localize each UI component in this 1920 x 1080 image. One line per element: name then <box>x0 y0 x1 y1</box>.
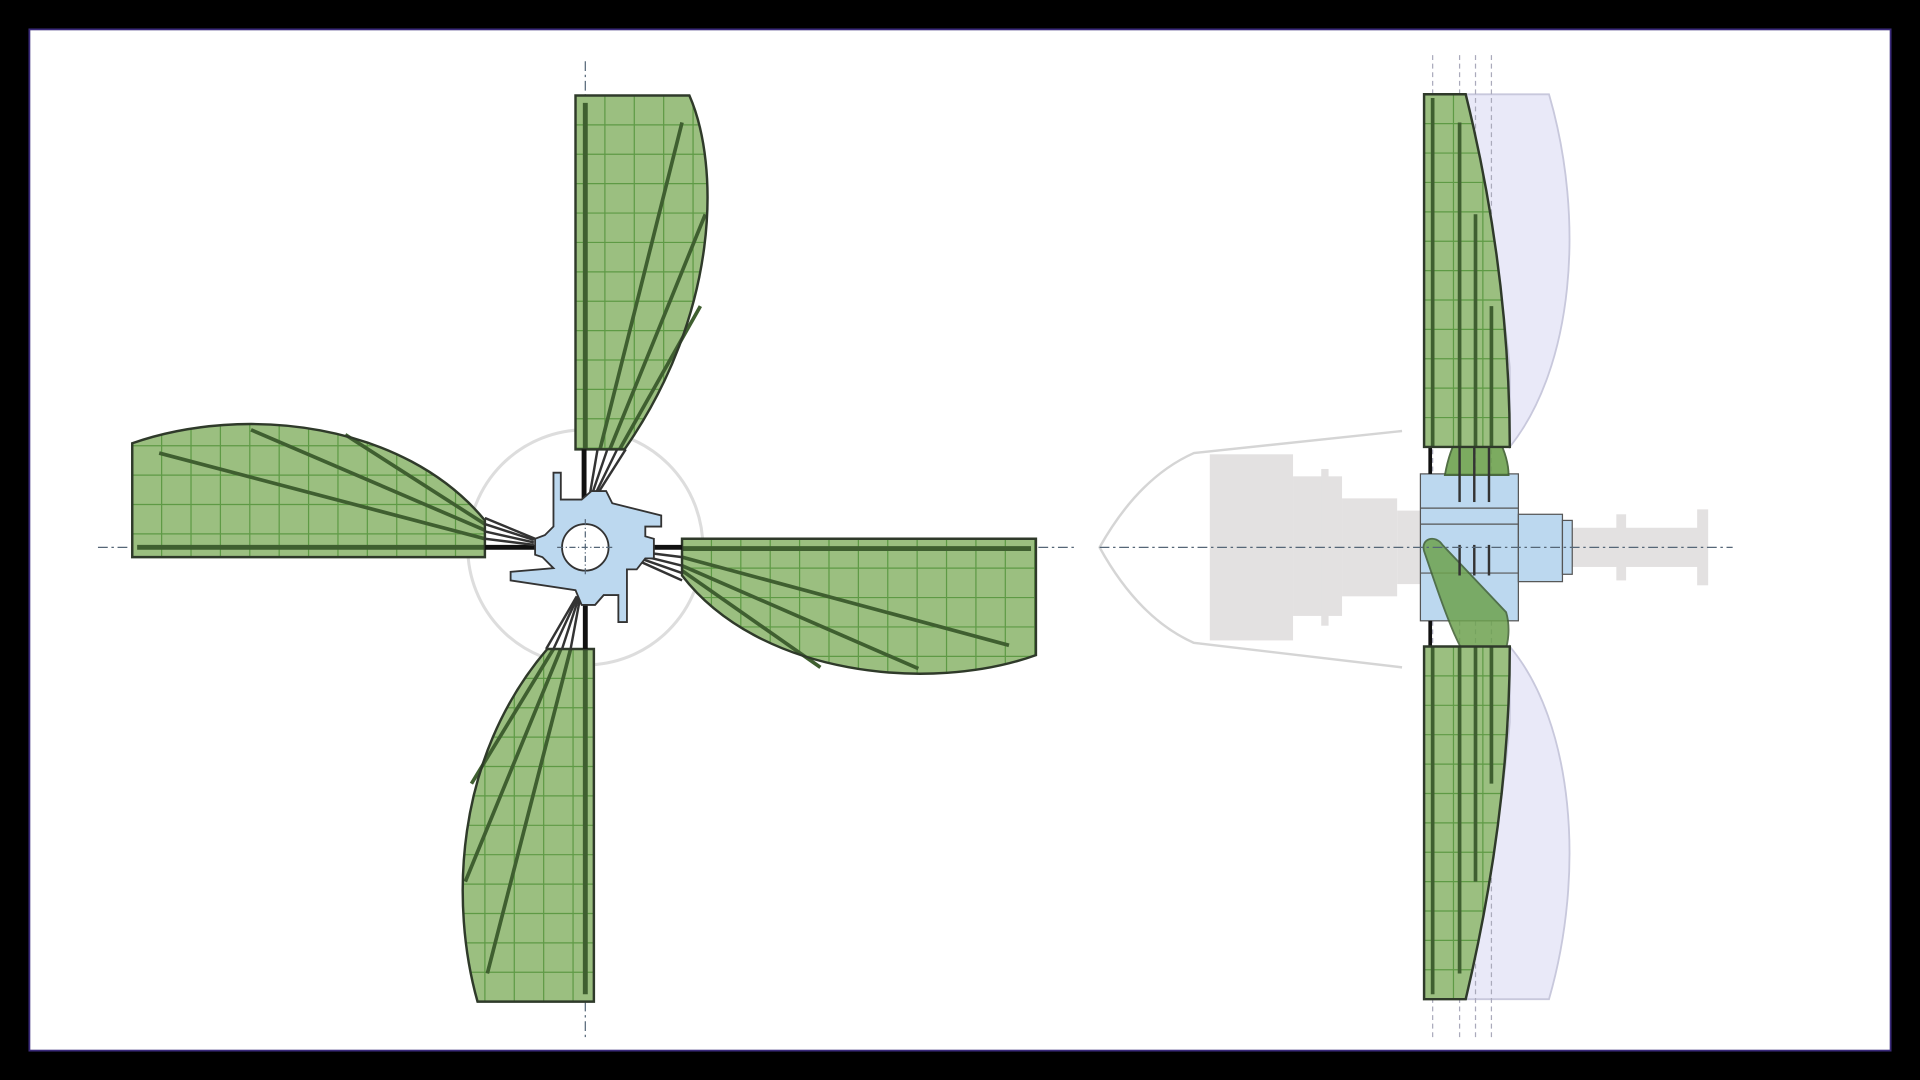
blade-left-ribs <box>158 428 486 541</box>
side-cables <box>1428 446 1491 647</box>
blade-right <box>680 537 1038 675</box>
front-view <box>97 61 1078 1039</box>
blade-top-ribs <box>598 122 708 451</box>
blade-left <box>131 422 487 559</box>
hub <box>509 471 663 623</box>
side-view <box>1098 55 1733 1039</box>
nacelle-outline <box>1098 429 1403 669</box>
blade-bottom <box>461 647 596 1003</box>
blade-bottom-ribs <box>463 648 573 974</box>
blade-right-ribs <box>680 555 1010 671</box>
